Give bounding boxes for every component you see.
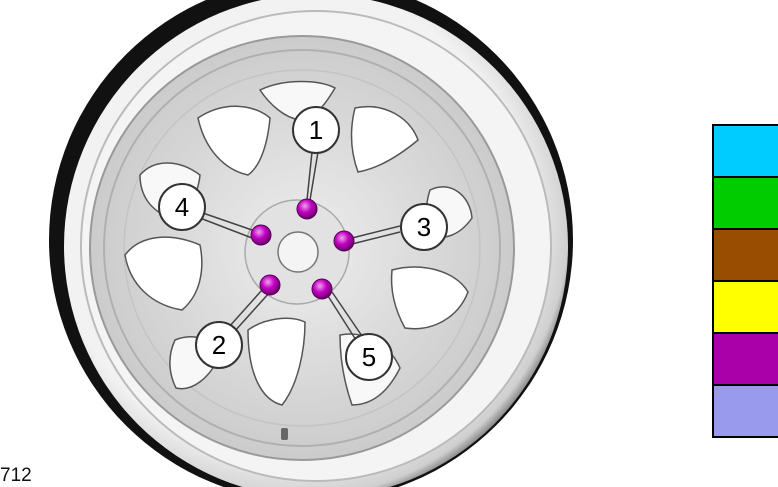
callout-2: 2 (196, 322, 242, 368)
callout-5-label: 5 (362, 342, 376, 372)
legend-swatch (714, 230, 778, 282)
lug-nut-4 (251, 225, 271, 245)
legend-swatch (714, 334, 778, 386)
lug-nut-1 (297, 199, 317, 219)
valve-stem (281, 428, 288, 440)
figure-id: 712 (0, 466, 32, 485)
color-legend (712, 124, 778, 438)
legend-swatch (714, 282, 778, 334)
callout-3: 3 (401, 204, 447, 250)
callout-2-label: 2 (212, 330, 226, 360)
callout-4-label: 4 (175, 192, 189, 222)
legend-swatch (714, 386, 778, 436)
legend-swatch (714, 126, 778, 178)
callout-1: 1 (293, 107, 339, 153)
lug-nut-5 (312, 279, 332, 299)
callout-3-label: 3 (417, 212, 431, 242)
legend-swatch (714, 178, 778, 230)
callout-1-label: 1 (309, 115, 323, 145)
callout-4: 4 (159, 184, 205, 230)
lug-nut-2 (260, 275, 280, 295)
lug-nut-3 (334, 231, 354, 251)
callout-5: 5 (346, 334, 392, 380)
